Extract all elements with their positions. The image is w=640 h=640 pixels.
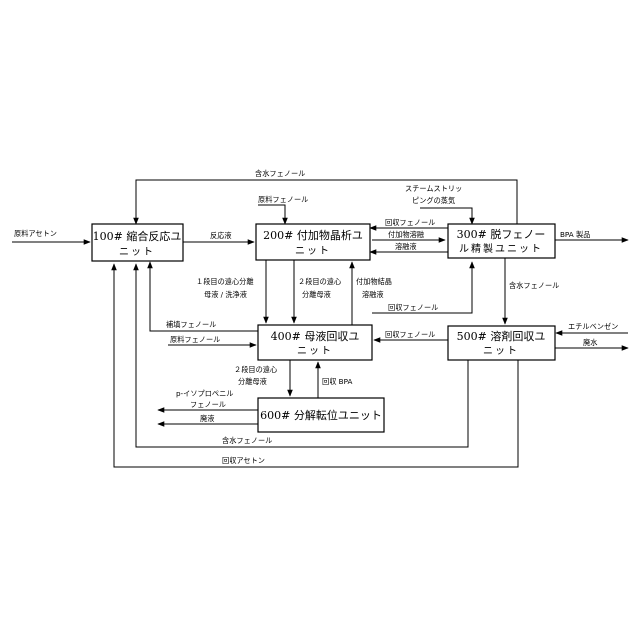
unit-400-mother-liquor-recovery: 400# 母液回収ユ ニット <box>258 325 372 360</box>
label-feed-phenol-200: 原料フェノール <box>258 195 308 204</box>
label-adduct-crystal-1: 付加物結晶 <box>356 277 392 286</box>
flow-feed-phenol-200 <box>258 205 285 224</box>
unit-600-decomposition-rearrangement: 600# 分解転位ユニット <box>258 398 384 432</box>
label-bpa-product: BPA 製品 <box>560 230 590 239</box>
label-wet-phenol-bottom: 含水フェノール <box>222 436 272 445</box>
unit-600-title: 600# 分解転位ユニット <box>260 408 382 422</box>
unit-500-subtitle: ニット <box>483 346 519 357</box>
label-p-isopropenyl-2: フェノール <box>190 400 226 409</box>
label-recovered-bpa: 回収 BPA <box>322 377 352 386</box>
label-p-isopropenyl-1: p-イソプロペニル <box>176 389 233 398</box>
label-steam-stripping-1: スチームストリッ <box>405 184 462 193</box>
label-centrifuge2-mother-2: 分離母液 <box>238 377 267 386</box>
unit-400-title: 400# 母液回収ユ <box>271 329 360 343</box>
label-centrifuge2-mother-1: ２段目の遠心 <box>234 365 277 374</box>
label-centrifuge1-1: １段目の遠心分離 <box>196 277 254 286</box>
label-wet-phenol-right: 含水フェノール <box>509 281 559 290</box>
label-centrifuge2-2: 分離母液 <box>302 290 331 299</box>
label-waste-water: 廃水 <box>583 338 597 347</box>
unit-400-subtitle: ニット <box>297 346 333 357</box>
unit-300-subtitle: ル精製ユニット <box>459 242 543 255</box>
unit-300-title: 300# 脱フェノー <box>457 227 546 241</box>
label-adduct-crystal-2: 溶融液 <box>362 290 384 299</box>
label-ethylbenzene: エチルベンゼン <box>568 322 618 331</box>
label-phenol-liquid: 溶融液 <box>395 242 417 251</box>
label-recovered-phenol-400-300: 回収フェノール <box>388 303 438 312</box>
label-reaction-liquid: 反応液 <box>210 231 232 240</box>
unit-200-adduct-crystallization: 200# 付加物晶析ユ ニット <box>256 224 370 260</box>
label-recovered-phenol-300-200: 回収フェノール <box>385 218 435 227</box>
label-feed-acetone: 原料アセトン <box>14 229 57 238</box>
label-centrifuge1-2: 母液 / 洗浄液 <box>204 290 247 299</box>
label-recovered-phenol-500-400: 回収フェノール <box>385 330 435 339</box>
label-centrifuge2-1: ２段目の遠心 <box>298 277 341 286</box>
label-feed-phenol-400: 原料フェノール <box>170 335 220 344</box>
unit-100-condensation-reaction: 100# 縮合反応ユ ニット <box>92 224 183 261</box>
unit-100-title: 100# 縮合反応ユ <box>93 229 182 243</box>
unit-200-subtitle: ニット <box>295 246 331 257</box>
unit-300-dephenolization-purification: 300# 脱フェノー ル精製ユニット <box>448 224 555 258</box>
unit-500-title: 500# 溶剤回収ユ <box>457 329 546 343</box>
label-waste-liquid: 廃液 <box>200 414 214 423</box>
unit-100-subtitle: ニット <box>119 247 155 258</box>
label-adduct-melt: 付加物溶融 <box>388 230 424 239</box>
unit-200-title: 200# 付加物晶析ユ <box>263 228 363 242</box>
unit-500-solvent-recovery: 500# 溶剤回収ユ ニット <box>448 326 555 360</box>
label-steam-stripping-2: ピングの蒸気 <box>412 196 455 205</box>
label-wet-phenol-top: 含水フェノール <box>255 169 305 178</box>
label-makeup-phenol: 補填フェノール <box>166 320 216 329</box>
label-recovered-acetone: 回収アセトン <box>222 456 265 465</box>
